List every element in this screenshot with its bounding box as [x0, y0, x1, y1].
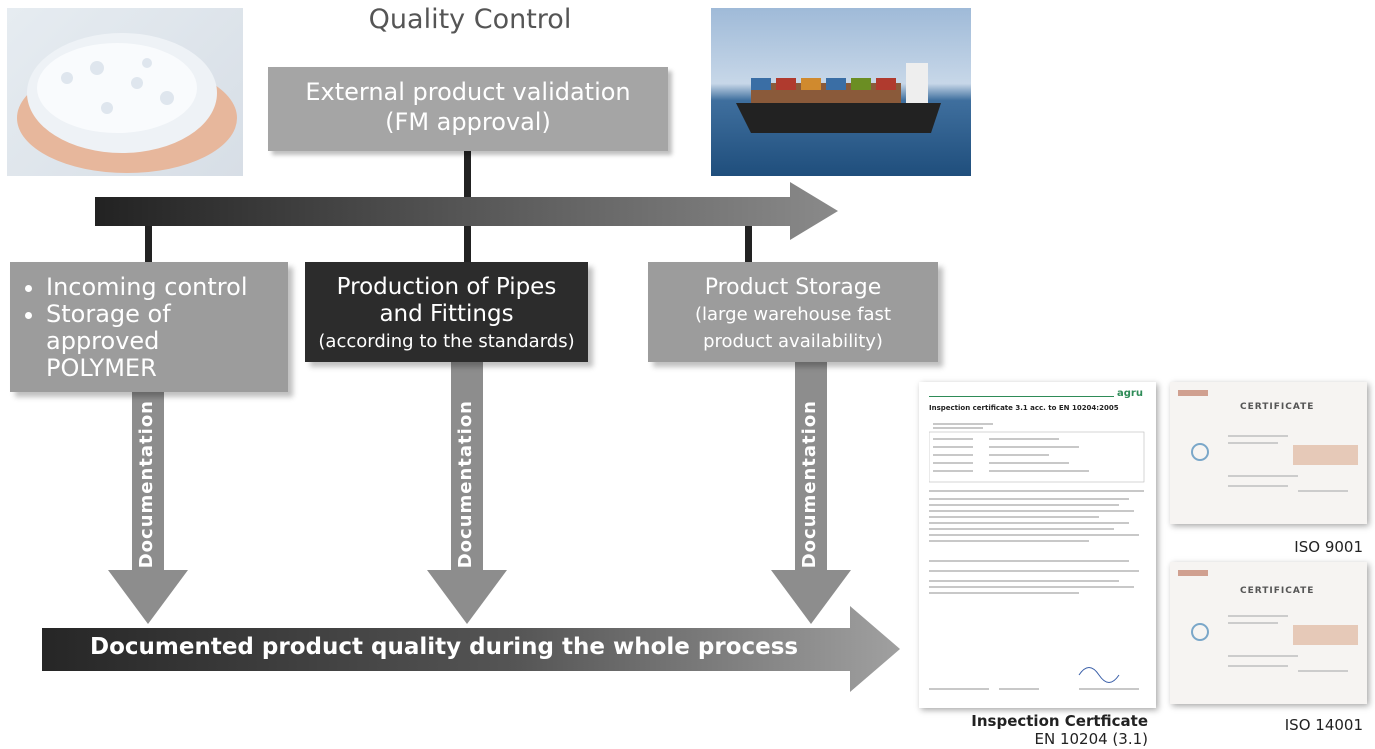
documentation-arrow-1 — [108, 392, 188, 624]
documentation-arrow-2 — [427, 362, 507, 624]
product-storage-box: Product Storage (large warehouse fast pr… — [648, 262, 938, 362]
diagram-title: Quality Control — [368, 4, 572, 35]
production-line-2: and Fittings — [379, 301, 514, 327]
ship-image — [736, 63, 941, 133]
connector-production — [464, 226, 471, 262]
cert-logo: agru — [1117, 388, 1143, 399]
iso-14001-label: ISO 14001 — [1284, 716, 1363, 734]
external-line-2: (FM approval) — [385, 108, 551, 136]
cert-title-9001: CERTIFICATE — [1240, 402, 1315, 412]
iso-9001-body — [1178, 390, 1358, 492]
documented-quality-arrow — [42, 606, 900, 692]
production-box: Production of Pipes and Fittings (accord… — [305, 262, 588, 362]
iso-14001-certificate: CERTIFICATE — [1170, 562, 1367, 704]
polymer-photo — [7, 8, 243, 176]
cert-title-14001: CERTIFICATE — [1240, 586, 1315, 596]
documentation-label-3: Documentation — [799, 400, 820, 569]
inspection-certificate-label: Inspection Certficate — [971, 712, 1148, 730]
connector-incoming — [145, 226, 152, 262]
incoming-item-1: Incoming control — [46, 274, 280, 301]
storage-line-1: Product Storage — [704, 275, 882, 300]
documentation-label-1: Documentation — [136, 400, 157, 569]
production-line-3: (according to the standards) — [318, 331, 575, 352]
external-line-1: External product validation — [305, 78, 631, 106]
inspection-certificate-doc: agru Inspection certificate 3.1 acc. to … — [919, 382, 1156, 708]
cargo-ship-photo — [711, 8, 971, 176]
documentation-label-2: Documentation — [455, 400, 476, 569]
cert-header-rule — [929, 396, 1114, 397]
documented-quality-text: Documented product quality during the wh… — [90, 634, 799, 660]
iso-9001-certificate: CERTIFICATE — [1170, 382, 1367, 524]
process-arrow — [95, 182, 838, 240]
polymer-hands-image — [17, 33, 237, 173]
documentation-arrow-3 — [771, 362, 851, 624]
cert-heading: Inspection certificate 3.1 acc. to EN 10… — [929, 404, 1119, 412]
incoming-item-2: Storage of approved POLYMER — [46, 301, 216, 382]
connector-storage — [745, 226, 752, 262]
external-validation-box: External product validation (FM approval… — [268, 67, 668, 151]
storage-line-2: (large warehouse fast — [695, 304, 891, 325]
iso-9001-label: ISO 9001 — [1294, 538, 1363, 556]
incoming-control-box: Incoming control Storage of approved POL… — [10, 262, 288, 392]
storage-line-3: product availability) — [703, 331, 883, 352]
inspection-certificate-standard: EN 10204 (3.1) — [1034, 730, 1148, 748]
iso-14001-body — [1178, 570, 1358, 672]
cert-body-lines — [929, 423, 1145, 690]
production-line-1: Production of Pipes — [336, 274, 557, 300]
connector-external — [464, 151, 471, 197]
